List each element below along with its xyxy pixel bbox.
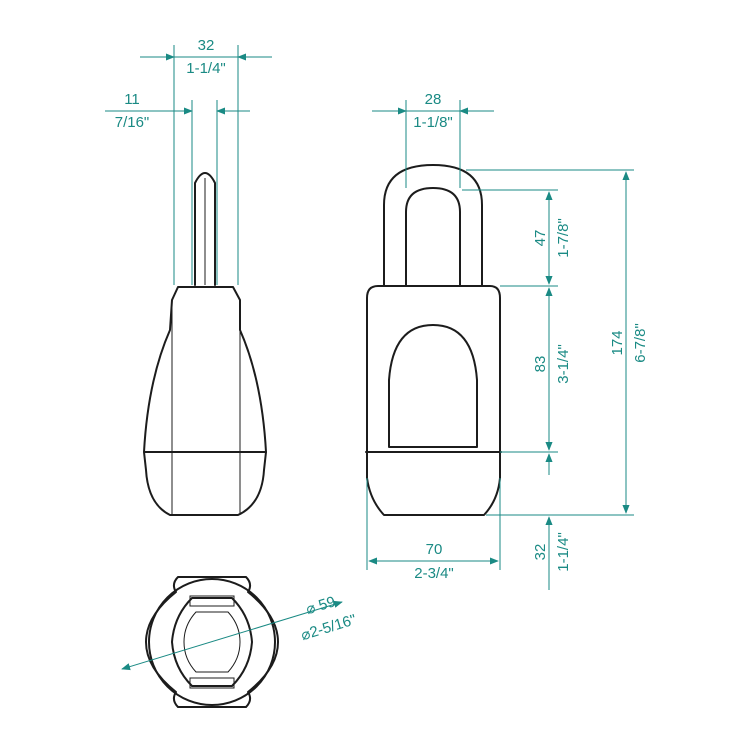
- front-view: [365, 164, 502, 516]
- front-shackle: [383, 164, 483, 286]
- dim-side-11-imperial: 7/16": [115, 114, 150, 131]
- side-view-dimensions: [105, 45, 272, 285]
- dim-side-11-metric: 11: [124, 91, 140, 108]
- dim-front-28-metric: 28: [425, 91, 442, 108]
- front-body-window: [388, 324, 478, 448]
- dim-bottom-diameter: [121, 600, 343, 671]
- dim-front-47-metric: 47: [532, 230, 549, 247]
- front-body: [366, 285, 501, 516]
- dim-front-47-imperial: 1-7/8": [555, 218, 572, 258]
- side-shackle: [194, 172, 216, 286]
- dim-side-32-imperial: 1-1/4": [186, 60, 226, 77]
- dim-side-32-metric: 32: [198, 37, 215, 54]
- dim-bottom-diameter-metric: ⌀ 59: [304, 593, 338, 618]
- dim-front-174-imperial: 6-7/8": [632, 323, 649, 363]
- dim-front-32-metric: 32: [532, 544, 549, 561]
- dim-front-28-imperial: 1-1/8": [413, 114, 453, 131]
- side-view: [143, 172, 267, 516]
- side-body: [143, 286, 267, 516]
- bottom-tab-bottom: [189, 677, 235, 689]
- dim-front-83-imperial: 3-1/4": [555, 344, 572, 384]
- dimension-labels: 32 1-1/4" 11 7/16" 28 1-1/8" 47 1-7/8" 8…: [115, 37, 649, 644]
- front-view-dimensions: [366, 100, 634, 590]
- dim-front-70-imperial: 2-3/4": [414, 565, 454, 582]
- dim-front-174-metric: 174: [609, 330, 626, 355]
- dim-front-32-imperial: 1-1/4": [555, 532, 572, 572]
- bottom-view-dimensions: [121, 600, 343, 671]
- dim-front-83-metric: 83: [532, 356, 549, 373]
- dim-front-70-metric: 70: [426, 541, 443, 558]
